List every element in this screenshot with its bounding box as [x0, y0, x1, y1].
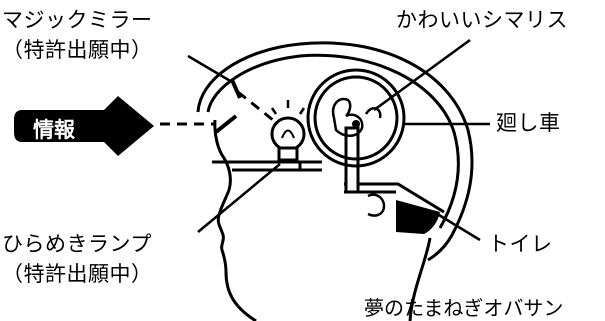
wheel-inner: [313, 75, 399, 161]
skull-inner: [206, 53, 460, 229]
lamp-label: ひらめきランプ: [2, 232, 152, 256]
wheel-axle: [352, 120, 360, 128]
magic-mirror-label: マジックミラー: [2, 8, 153, 32]
dream-label: 夢のたまねぎオバサン: [364, 296, 564, 320]
bulb-filament: [281, 129, 295, 139]
toilet-seat: [367, 193, 386, 217]
light-path-diagonal: [237, 90, 279, 126]
bulb-base: [277, 146, 299, 162]
toilet-label: トイレ: [488, 232, 553, 256]
leader-lamp: [197, 163, 281, 233]
skull-shell: [196, 41, 474, 262]
leader-squirrel: [373, 38, 471, 112]
neck-line: [408, 237, 432, 321]
leader-mirror: [187, 54, 233, 84]
bulb-icon: [270, 116, 306, 152]
magic-mirror-note: （特許出願中）: [2, 38, 153, 62]
squirrel-label: かわいいシマリス: [396, 8, 568, 32]
wheel-outer: [306, 68, 406, 168]
info-label: 情報: [33, 118, 75, 142]
info-arrow: [14, 96, 154, 156]
leader-toilet: [433, 210, 481, 242]
lamp-note: （特許出願中）: [2, 262, 153, 286]
toilet-area: [396, 200, 440, 234]
brain-floor: [212, 160, 322, 172]
bulb-rays: [270, 100, 306, 115]
magic-mirror-panel: [214, 114, 238, 134]
head-profile: [213, 119, 257, 321]
magic-mirror-icon: [230, 79, 242, 99]
wheel-label: 廻し車: [496, 111, 561, 135]
